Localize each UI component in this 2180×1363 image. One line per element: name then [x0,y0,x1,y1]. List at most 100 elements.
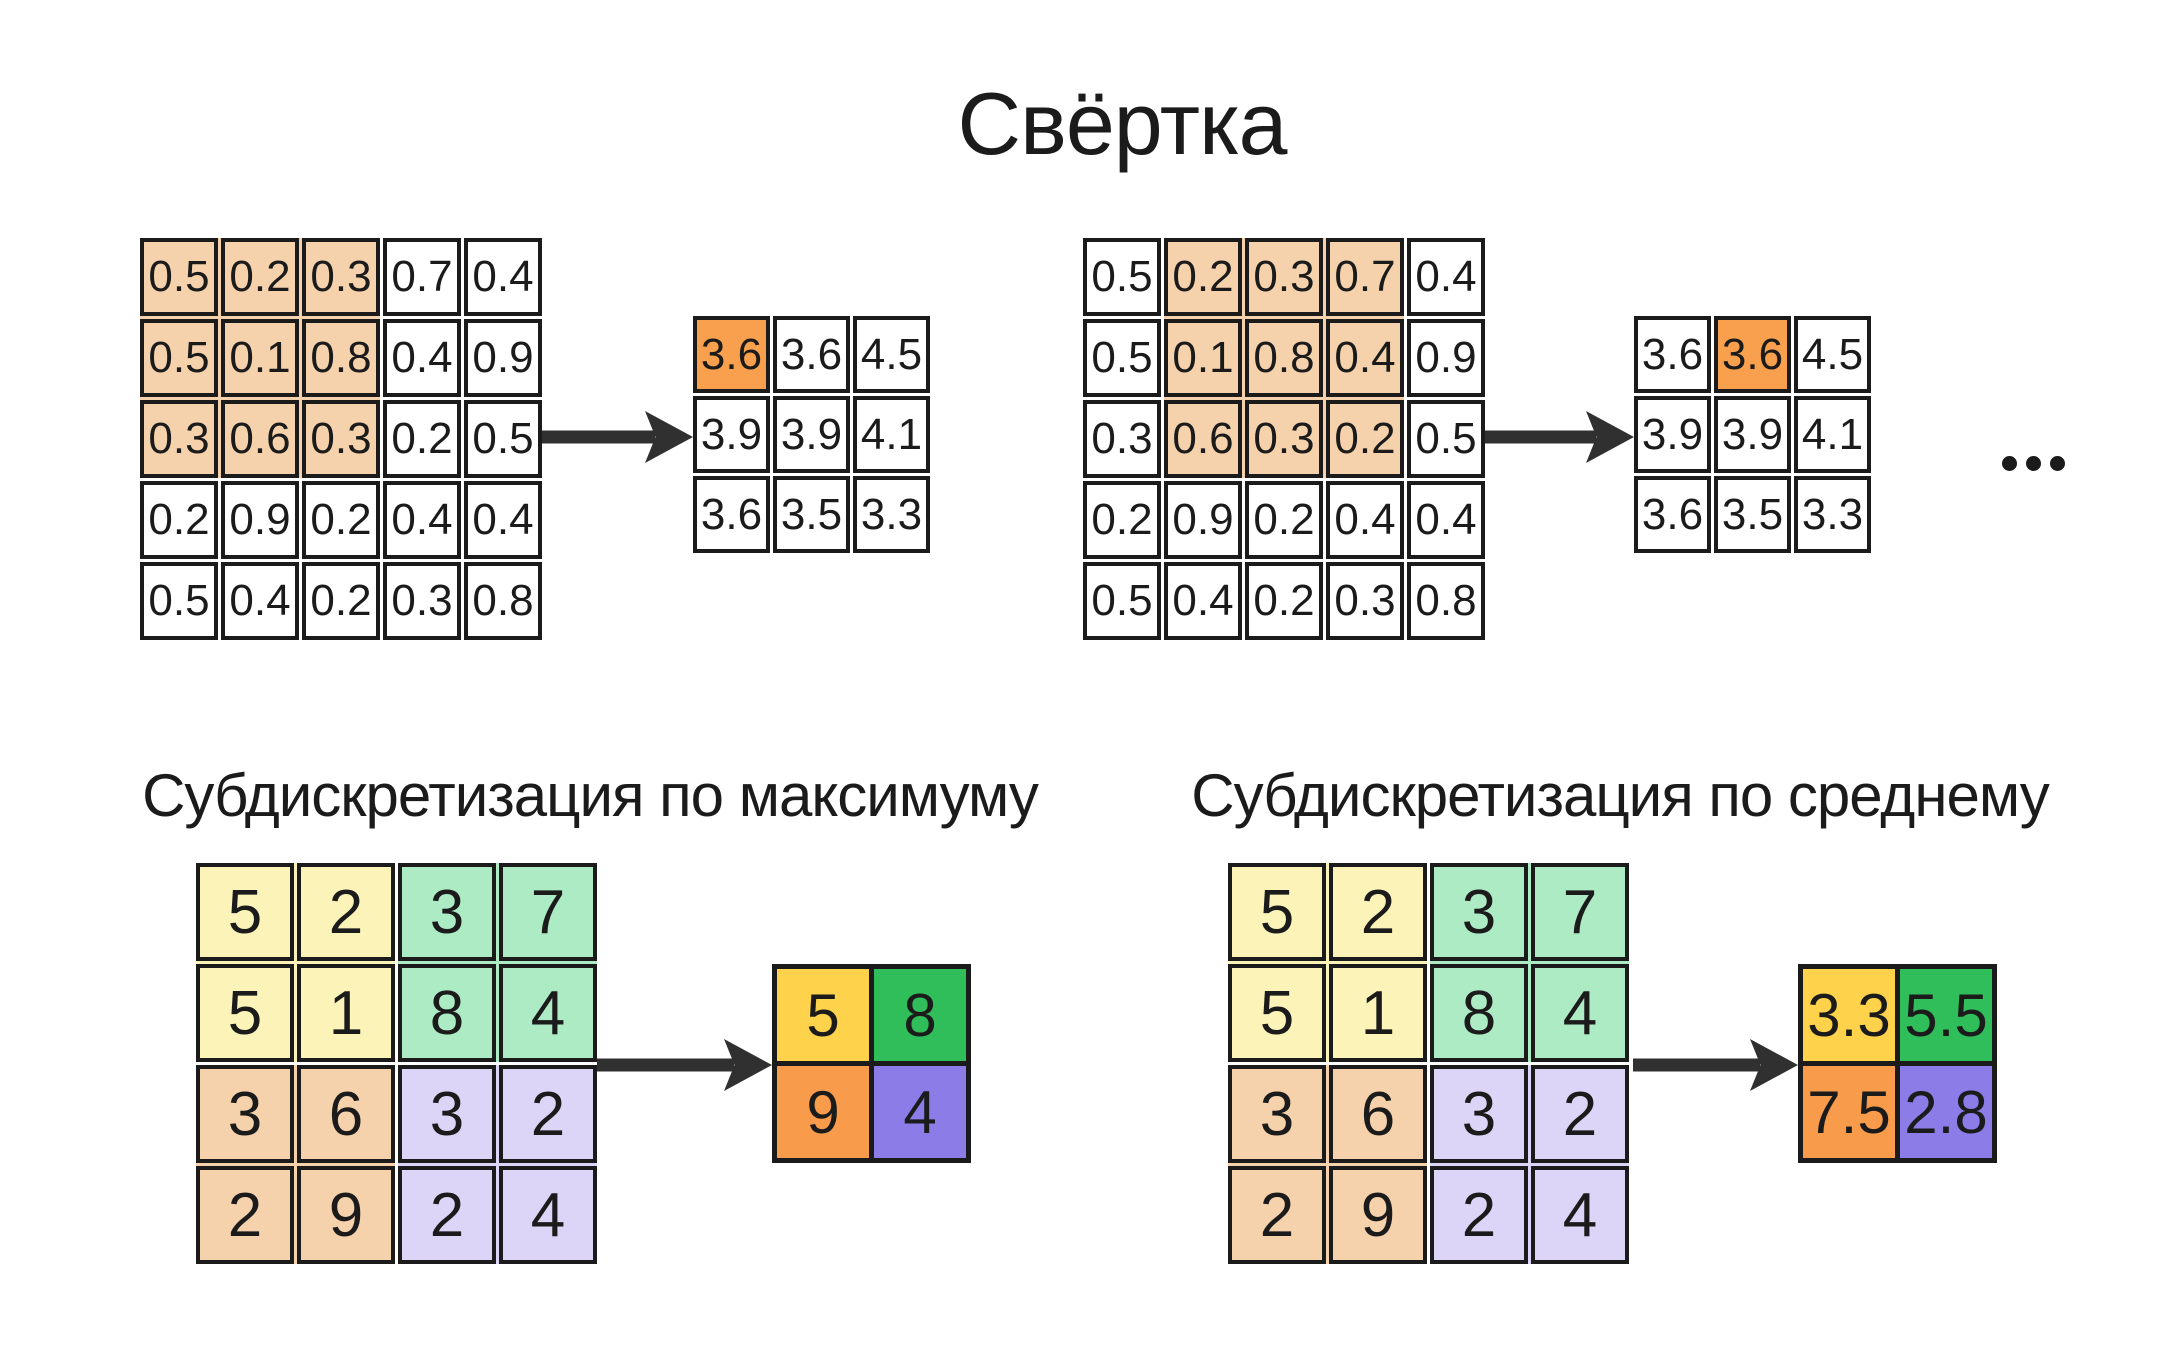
grid-cell: 3.5 [1714,476,1791,553]
grid-cell: 0.5 [1083,238,1161,316]
grid-cell: 2.8 [1900,1066,1992,1158]
grid-cell: 0.6 [221,400,299,478]
grid-cell: 0.3 [1083,400,1161,478]
grid-cell: 0.5 [140,562,218,640]
page-title: Свёртка [957,74,1288,173]
grid-cell: 0.2 [1164,238,1242,316]
ellipsis-icon [2002,456,2065,471]
grid-cell: 0.6 [1164,400,1242,478]
grid-cell: 0.3 [383,562,461,640]
grid-cell: 0.4 [1326,319,1404,397]
grid-cell: 9 [297,1166,395,1264]
grid-cell: 3.6 [773,316,850,393]
grid-cell: 0.3 [302,238,380,316]
grid-cell: 0.3 [140,400,218,478]
grid-cell: 5 [777,969,869,1061]
grid-cell: 3.6 [693,316,770,393]
grid-cell: 4 [1531,964,1629,1062]
grid-cell: 5 [196,863,294,961]
grid-cell: 0.5 [140,238,218,316]
grid-cell: 0.2 [1083,481,1161,559]
grid-cell: 0.8 [1245,319,1323,397]
grid-cell: 0.4 [1407,481,1485,559]
grid-cell: 3.9 [773,396,850,473]
grid-cell: 0.8 [464,562,542,640]
grid-cell: 3 [398,1065,496,1163]
grid-cell: 2 [499,1065,597,1163]
grid-cell: 8 [1430,964,1528,1062]
grid-cell: 4 [499,964,597,1062]
grid-cell: 7 [499,863,597,961]
grid-cell: 0.2 [140,481,218,559]
grid-cell: 1 [1329,964,1427,1062]
grid-cell: 0.9 [1407,319,1485,397]
grid-cell: 0.3 [1245,238,1323,316]
grid-cell: 3.3 [853,476,930,553]
grid-cell: 0.3 [1245,400,1323,478]
grid-cell: 2 [1531,1065,1629,1163]
max-pooling-heading: Субдискретизация по максимуму [142,762,1039,829]
grid-cell: 0.2 [302,562,380,640]
grid-cell: 0.7 [1326,238,1404,316]
grid-cell: 0.9 [221,481,299,559]
arrow-right-icon [597,1039,772,1091]
grid-cell: 0.5 [464,400,542,478]
grid-cell: 4.1 [1794,396,1871,473]
grid-cell: 4.5 [1794,316,1871,393]
grid-cell: 3.9 [1634,396,1711,473]
grid-cell: 4 [1531,1166,1629,1264]
grid-cell: 3.9 [693,396,770,473]
grid-cell: 0.2 [302,481,380,559]
grid-cell: 3.6 [1714,316,1791,393]
grid-cell: 5 [196,964,294,1062]
grid-cell: 0.2 [1245,481,1323,559]
grid-cell: 0.2 [1245,562,1323,640]
grid-cell: 3 [1430,1065,1528,1163]
arrow-right-icon [1485,411,1634,463]
grid-cell: 0.3 [302,400,380,478]
grid-cell: 0.4 [1164,562,1242,640]
grid-cell: 5 [1228,863,1326,961]
grid-cell: 2 [1430,1166,1528,1264]
grid-cell: 2 [297,863,395,961]
grid-cell: 0.4 [383,481,461,559]
grid-cell: 5.5 [1900,969,1992,1061]
grid-cell: 3.5 [773,476,850,553]
grid-cell: 3.6 [693,476,770,553]
grid-cell: 0.5 [140,319,218,397]
grid-cell: 2 [398,1166,496,1264]
grid-cell: 2 [1228,1166,1326,1264]
grid-cell: 3.3 [1803,969,1895,1061]
grid-cell: 0.4 [383,319,461,397]
arrow-right-icon [1633,1039,1798,1091]
grid-cell: 0.4 [1326,481,1404,559]
grid-cell: 0.4 [464,238,542,316]
grid-cell: 0.5 [1083,319,1161,397]
grid-cell: 1 [297,964,395,1062]
grid-cell: 0.2 [1326,400,1404,478]
grid-cell: 4 [874,1066,966,1158]
grid-cell: 0.3 [1326,562,1404,640]
grid-cell: 0.4 [221,562,299,640]
grid-cell: 6 [1329,1065,1427,1163]
grid-cell: 7 [1531,863,1629,961]
avg-pooling-heading: Субдискретизация по среднему [1191,762,2049,829]
grid-cell: 0.2 [221,238,299,316]
grid-cell: 0.8 [302,319,380,397]
grid-cell: 7.5 [1803,1066,1895,1158]
grid-cell: 8 [398,964,496,1062]
grid-cell: 3.6 [1634,476,1711,553]
grid-cell: 0.9 [464,319,542,397]
grid-cell: 6 [297,1065,395,1163]
grid-cell: 0.7 [383,238,461,316]
grid-cell: 0.1 [221,319,299,397]
grid-cell: 3 [398,863,496,961]
grid-cell: 0.8 [1407,562,1485,640]
